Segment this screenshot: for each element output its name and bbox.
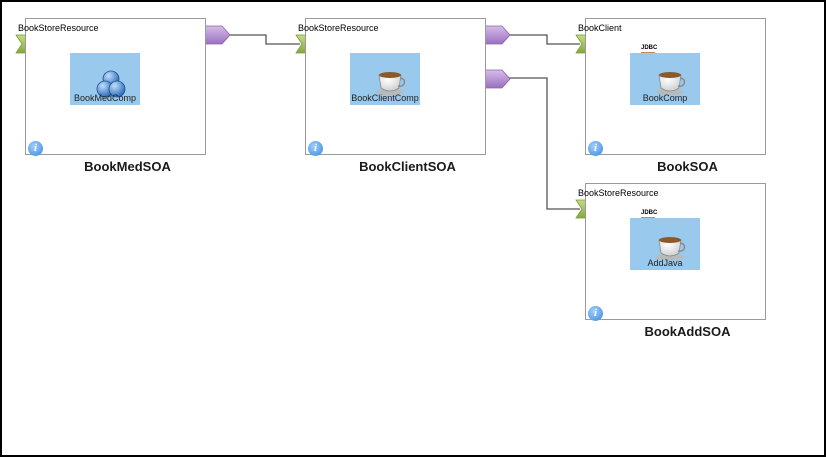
service-label: BookStoreResource bbox=[18, 23, 99, 33]
component-bookclientcomp[interactable]: BookClientComp bbox=[350, 53, 420, 105]
composite-title: BookSOA bbox=[657, 159, 718, 174]
info-icon[interactable]: i bbox=[28, 141, 43, 156]
composite-title: BookClientSOA bbox=[359, 159, 456, 174]
component-name: BookMedComp bbox=[73, 93, 137, 103]
service-label: BookClient bbox=[578, 23, 622, 33]
wire-bookmed-to-bookclient bbox=[227, 34, 300, 45]
jdbc-label: JDBC bbox=[641, 45, 658, 51]
info-icon[interactable]: i bbox=[308, 141, 323, 156]
component-name: AddJava bbox=[647, 258, 683, 268]
component-addjava[interactable]: AddJava bbox=[630, 218, 700, 270]
composite-bookmedsoa[interactable] bbox=[25, 18, 206, 155]
info-icon[interactable]: i bbox=[588, 141, 603, 156]
composite-title: BookAddSOA bbox=[644, 324, 731, 339]
java-cup-icon bbox=[656, 237, 686, 260]
mediator-icon bbox=[96, 70, 126, 98]
composite-title: BookMedSOA bbox=[84, 159, 171, 174]
service-label: BookStoreResource bbox=[298, 23, 379, 33]
info-icon[interactable]: i bbox=[588, 306, 603, 321]
component-bookcomp[interactable]: BookComp bbox=[630, 53, 700, 105]
component-name: BookClientComp bbox=[351, 93, 419, 103]
component-bookmedcomp[interactable]: BookMedComp bbox=[70, 53, 140, 105]
java-cup-icon bbox=[376, 72, 406, 95]
wire-bookclient-to-bookaddsoa bbox=[507, 77, 580, 210]
java-cup-icon bbox=[656, 72, 686, 95]
wire-bookclient-to-booksoa bbox=[507, 34, 580, 45]
component-name: BookComp bbox=[642, 93, 688, 103]
service-label: BookStoreResource bbox=[578, 188, 659, 198]
jdbc-label: JDBC bbox=[641, 210, 658, 216]
